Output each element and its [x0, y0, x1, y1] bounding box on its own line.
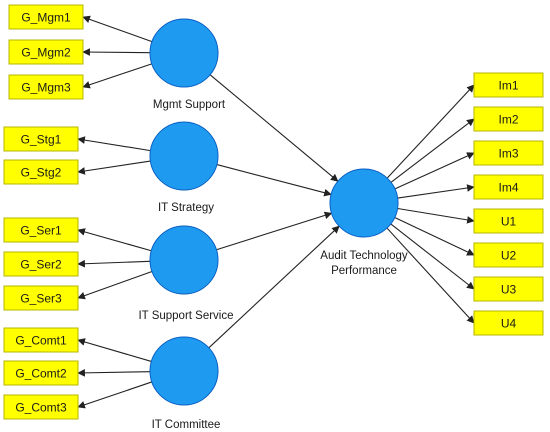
- measurement-arrow-g-comt3: [77, 381, 152, 409]
- measurement-arrow-im4: [397, 184, 475, 199]
- indicator-box[interactable]: [473, 72, 544, 98]
- measurement-arrow-g-stg1: [77, 136, 151, 152]
- indicator-box[interactable]: [473, 106, 544, 132]
- latent-variable-it-committee[interactable]: IT Committee: [149, 336, 221, 431]
- edges-layer: [77, 15, 475, 409]
- indicator-label: Im1: [498, 79, 518, 93]
- latent-circle[interactable]: [149, 18, 219, 88]
- measurement-arrow-g-mgm1: [82, 15, 153, 43]
- indicator-box[interactable]: [3, 159, 79, 185]
- indicator-label: G_Stg2: [21, 166, 62, 180]
- indicator-box[interactable]: [3, 126, 79, 152]
- indicator-g-comt1[interactable]: G_Comt1: [3, 327, 79, 353]
- indicator-label: Im4: [498, 181, 518, 195]
- latent-circle[interactable]: [149, 121, 219, 191]
- indicator-g-mgm1[interactable]: G_Mgm1: [8, 4, 84, 30]
- indicator-im2[interactable]: Im2: [473, 106, 544, 132]
- path-arrow-ser-to-atp: [216, 211, 333, 251]
- indicator-g-stg1[interactable]: G_Stg1: [3, 126, 79, 152]
- latent-label: Mgmt Support: [153, 99, 226, 111]
- indicator-label: U3: [501, 283, 517, 297]
- measurement-arrow-g-ser2: [77, 259, 151, 268]
- indicator-label: G_Comt3: [15, 401, 67, 415]
- latent-label: IT Strategy: [158, 202, 214, 214]
- indicator-label: G_Ser3: [20, 292, 62, 306]
- indicator-g-ser1[interactable]: G_Ser1: [3, 217, 79, 243]
- indicator-box[interactable]: [473, 276, 544, 302]
- indicator-box[interactable]: [3, 217, 79, 243]
- latent-label: IT Support Service: [138, 310, 233, 322]
- indicator-box[interactable]: [8, 4, 84, 30]
- indicator-g-comt2[interactable]: G_Comt2: [3, 360, 79, 386]
- measurement-arrow-im3: [394, 152, 475, 190]
- latent-variable-it-support-service[interactable]: IT Support Service: [138, 225, 234, 322]
- indicator-label: U4: [501, 317, 517, 331]
- latent-label: IT Committee: [152, 419, 221, 431]
- indicator-im3[interactable]: Im3: [473, 140, 544, 166]
- measurement-arrow-g-stg2: [77, 160, 151, 175]
- indicator-label: G_Stg1: [21, 133, 62, 147]
- latent-circle[interactable]: [329, 168, 399, 238]
- measurement-arrow-u2: [394, 217, 475, 256]
- measurement-arrow-g-mgm2: [82, 48, 151, 56]
- indicator-box[interactable]: [8, 74, 84, 100]
- path-arrow-mgmt-to-atp: [209, 74, 339, 182]
- indicator-label: Im2: [498, 113, 518, 127]
- measurement-arrow-g-comt1: [77, 338, 152, 362]
- measurement-arrow-u3: [390, 223, 475, 290]
- indicator-label: Im3: [498, 147, 518, 161]
- indicator-u3[interactable]: U3: [473, 276, 544, 302]
- indicator-label: G_Comt1: [15, 334, 67, 348]
- indicator-label: G_Ser1: [20, 224, 62, 238]
- measurement-arrow-u4: [386, 227, 475, 324]
- measurement-arrow-u1: [397, 207, 475, 224]
- indicator-box[interactable]: [3, 251, 79, 277]
- measurement-arrow-g-ser3: [77, 270, 153, 300]
- indicator-g-ser2[interactable]: G_Ser2: [3, 251, 79, 277]
- indicator-box[interactable]: [3, 285, 79, 311]
- indicator-box[interactable]: [8, 39, 84, 65]
- latent-circle[interactable]: [149, 225, 219, 295]
- measurement-arrow-g-comt2: [77, 369, 151, 377]
- latent-label: Audit Technology: [320, 250, 408, 262]
- indicator-label: G_Mgm3: [21, 81, 71, 95]
- indicator-box[interactable]: [473, 208, 544, 234]
- indicator-g-mgm2[interactable]: G_Mgm2: [8, 39, 84, 65]
- measurement-arrow-im2: [390, 118, 475, 183]
- path-arrow-comt-to-atp: [208, 225, 340, 349]
- measurement-arrow-g-ser1: [77, 228, 152, 252]
- indicator-u4[interactable]: U4: [473, 310, 544, 336]
- indicator-box[interactable]: [3, 360, 79, 386]
- measurement-arrow-g-mgm3: [82, 63, 152, 89]
- indicator-g-ser3[interactable]: G_Ser3: [3, 285, 79, 311]
- indicator-label: G_Mgm1: [21, 11, 71, 25]
- indicator-box[interactable]: [3, 394, 79, 420]
- latent-variable-it-strategy[interactable]: IT Strategy: [149, 121, 219, 214]
- latent-label: Performance: [331, 265, 397, 277]
- indicator-box[interactable]: [473, 174, 544, 200]
- nodes-layer: Mgmt Support IT Strategy IT Support Servic…: [3, 4, 544, 431]
- indicator-u1[interactable]: U1: [473, 208, 544, 234]
- indicator-label: U1: [501, 215, 517, 229]
- indicator-box[interactable]: [473, 242, 544, 268]
- latent-variable-mgmt-support[interactable]: Mgmt Support: [149, 18, 226, 111]
- indicator-g-mgm3[interactable]: G_Mgm3: [8, 74, 84, 100]
- indicator-label: G_Mgm2: [21, 46, 71, 60]
- indicator-u2[interactable]: U2: [473, 242, 544, 268]
- indicator-box[interactable]: [3, 327, 79, 353]
- indicator-label: G_Ser2: [20, 258, 62, 272]
- indicator-box[interactable]: [473, 310, 544, 336]
- indicator-label: G_Comt2: [15, 367, 67, 381]
- path-arrow-stg-to-atp: [216, 164, 332, 197]
- indicator-im4[interactable]: Im4: [473, 174, 544, 200]
- indicator-box[interactable]: [473, 140, 544, 166]
- measurement-arrow-im1: [386, 84, 475, 179]
- indicator-g-comt3[interactable]: G_Comt3: [3, 394, 79, 420]
- indicator-label: U2: [501, 249, 517, 263]
- latent-circle[interactable]: [149, 336, 219, 406]
- indicator-g-stg2[interactable]: G_Stg2: [3, 159, 79, 185]
- indicator-im1[interactable]: Im1: [473, 72, 544, 98]
